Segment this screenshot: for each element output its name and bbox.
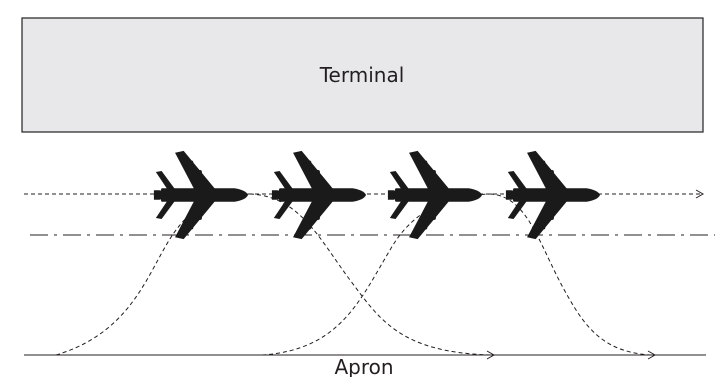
entry-path-1 <box>55 193 251 356</box>
taxi-lane-arrowhead <box>695 189 705 199</box>
apron-label: Apron <box>334 355 393 377</box>
airplane-icon <box>505 150 600 240</box>
entry-path-2 <box>261 193 491 356</box>
path-arrowheads <box>486 350 657 360</box>
airplane-icon <box>271 150 366 240</box>
exit-arrowhead-2 <box>647 350 657 360</box>
terminal-building: Terminal <box>21 17 704 133</box>
aircraft-group <box>153 150 600 240</box>
taxi-paths <box>55 193 651 356</box>
terminal-box <box>21 17 704 133</box>
airplane-icon <box>153 150 248 240</box>
airplane-icon <box>387 150 482 240</box>
exit-arrowhead-1 <box>486 350 496 360</box>
terminal-label: Terminal <box>319 63 405 87</box>
exit-path-1 <box>249 193 491 356</box>
